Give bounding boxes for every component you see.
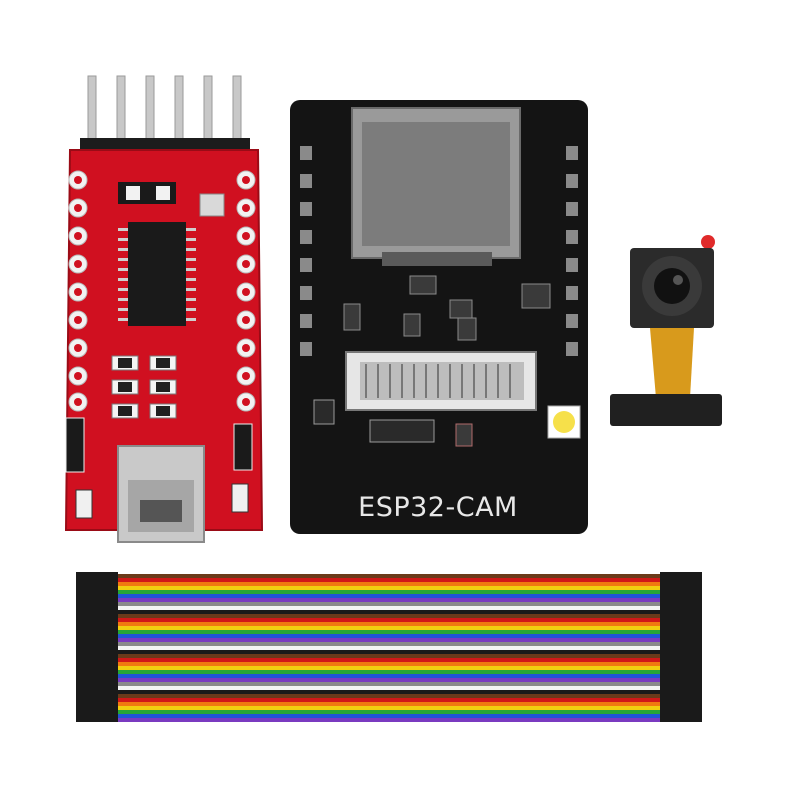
esp32-cam-board: [290, 100, 588, 534]
ftdi-usb-serial-adapter: [64, 75, 264, 543]
camera-module: [610, 235, 722, 426]
dupont-ribbon-cable: [76, 572, 702, 722]
esp32-cam-label: ESP32-CAM: [358, 492, 518, 523]
header-pins: [80, 75, 250, 156]
